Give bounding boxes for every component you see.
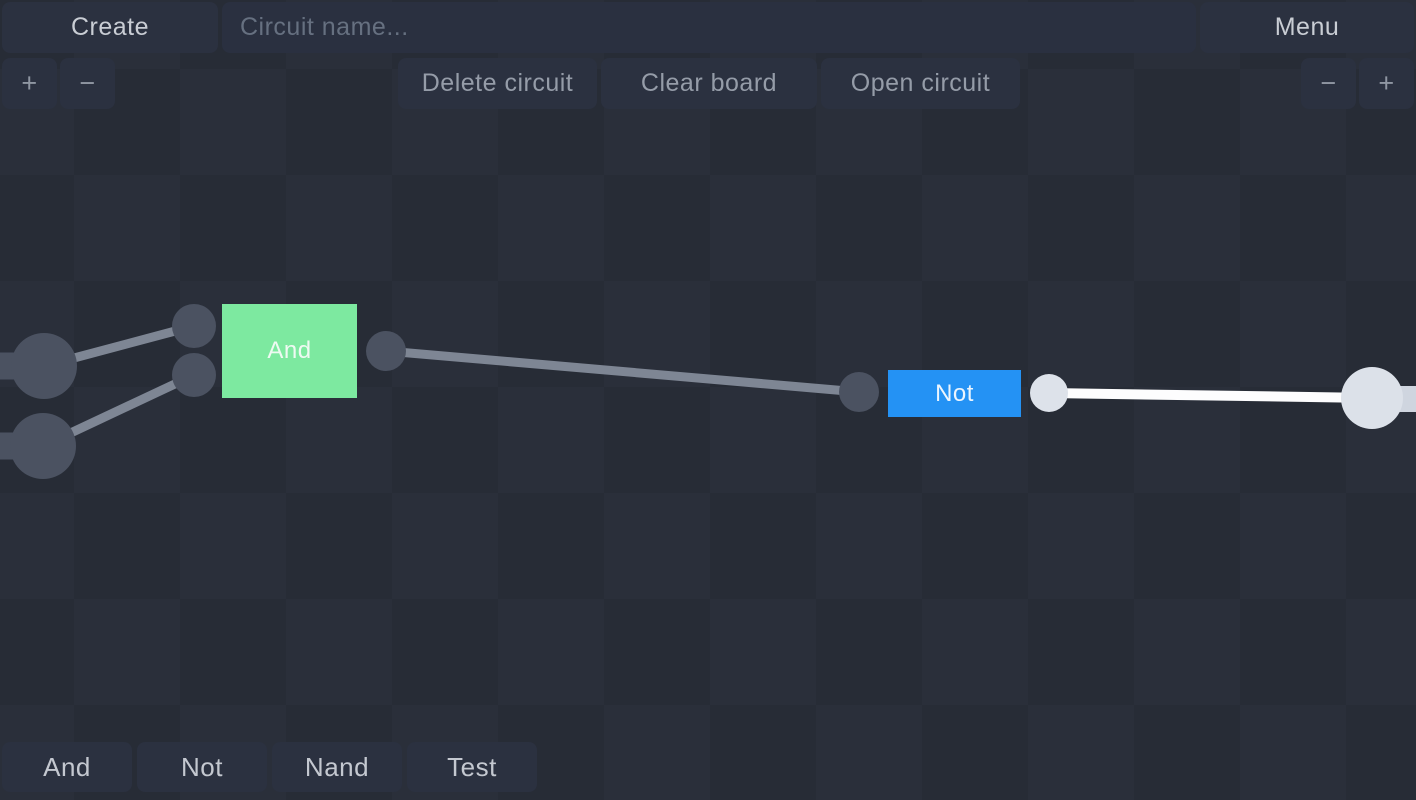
create-button[interactable]: Create (2, 2, 218, 53)
wire-and-to-not (385, 346, 860, 397)
zoom-out-button-left[interactable]: − (60, 58, 115, 109)
and-input-node-1[interactable] (172, 304, 216, 348)
open-circuit-button[interactable]: Open circuit (821, 58, 1020, 109)
palette-item-not[interactable]: Not (137, 742, 267, 792)
gate-and[interactable]: And (222, 304, 357, 398)
zoom-out-button-right[interactable]: − (1301, 58, 1356, 109)
zoom-in-button-right[interactable]: + (1359, 58, 1414, 109)
gate-not[interactable]: Not (888, 370, 1021, 417)
wire-not-to-output (1048, 388, 1373, 403)
not-input-node[interactable] (839, 372, 879, 412)
and-output-node[interactable] (366, 331, 406, 371)
zoom-in-button-left[interactable]: + (2, 58, 57, 109)
circuit-name-input[interactable] (222, 2, 1196, 53)
delete-circuit-button[interactable]: Delete circuit (398, 58, 597, 109)
and-input-node-2[interactable] (172, 353, 216, 397)
not-output-node[interactable] (1030, 374, 1068, 412)
clear-board-button[interactable]: Clear board (601, 58, 817, 109)
input-switch-node-2[interactable] (10, 413, 76, 479)
palette-item-and[interactable]: And (2, 742, 132, 792)
menu-button[interactable]: Menu (1200, 2, 1414, 53)
palette-item-nand[interactable]: Nand (272, 742, 402, 792)
gate-and-label: And (267, 337, 312, 364)
input-switch-node-1[interactable] (11, 333, 77, 399)
gate-not-label: Not (935, 379, 974, 407)
output-lamp-node[interactable] (1341, 367, 1403, 429)
palette-item-test[interactable]: Test (407, 742, 537, 792)
